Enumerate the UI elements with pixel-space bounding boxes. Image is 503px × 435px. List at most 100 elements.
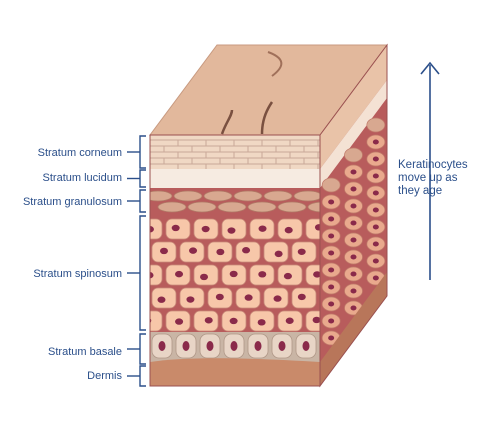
cell-nucleus: [244, 294, 253, 301]
cell-nucleus: [201, 225, 210, 233]
granular-cell: [277, 201, 307, 213]
side-nucleus: [328, 284, 335, 290]
side-nucleus: [328, 335, 335, 341]
basal-nucleus: [278, 341, 286, 351]
granular-cell: [187, 201, 217, 213]
cell-nucleus: [313, 271, 320, 278]
granular-cell: [307, 201, 320, 213]
keratinocytes-note: Keratinocytes move up as they age: [398, 159, 498, 198]
label-stratum-spinosum: Stratum spinosum: [33, 268, 122, 280]
cell-nucleus: [157, 296, 166, 303]
basal-nucleus: [302, 341, 310, 351]
cell-nucleus: [314, 224, 320, 231]
basal-nucleus: [230, 341, 238, 351]
side-corneum: [320, 45, 387, 169]
side-nucleus: [350, 169, 357, 175]
side-nucleus: [350, 271, 357, 277]
side-nucleus: [328, 301, 335, 307]
label-stratum-basale: Stratum basale: [48, 346, 122, 358]
granular-cell: [150, 190, 173, 202]
cell-nucleus: [273, 295, 282, 302]
side-nucleus: [372, 207, 379, 213]
cell-nucleus: [258, 225, 267, 232]
basal-nucleus: [206, 341, 214, 351]
granular-cell: [157, 201, 187, 213]
cell-nucleus: [283, 272, 292, 280]
layer-bracket: [139, 189, 146, 213]
spinous-cell: [305, 218, 320, 240]
dermis-band: [150, 358, 320, 386]
side-cell: [366, 117, 386, 133]
side-dermis: [320, 272, 387, 386]
granular-cell: [233, 190, 263, 202]
cell-nucleus: [175, 318, 184, 325]
cell-nucleus: [229, 270, 238, 278]
side-nucleus: [372, 156, 379, 162]
note-line-2: move up as: [398, 172, 458, 184]
cell-nucleus: [297, 293, 306, 301]
side-nucleus: [372, 139, 379, 145]
note-line-3: they age: [398, 185, 443, 197]
cell-nucleus: [285, 317, 294, 324]
cell-nucleus: [257, 319, 266, 326]
side-nucleus: [328, 318, 335, 324]
side-nucleus: [350, 288, 357, 294]
cell-nucleus: [150, 226, 154, 233]
side-lucidum: [320, 80, 387, 188]
skin-crease: [267, 51, 283, 77]
layer-bracket: [139, 215, 146, 331]
cell-nucleus: [274, 250, 283, 258]
side-cell: [344, 147, 363, 163]
cell-nucleus: [215, 293, 224, 301]
label-stratum-corneum: Stratum corneum: [37, 147, 122, 159]
spinous-cell: [305, 264, 320, 286]
lucidum-band: [150, 169, 320, 188]
cell-nucleus: [175, 270, 184, 278]
layer-bracket: [139, 365, 146, 387]
layer-bracket: [139, 169, 146, 188]
cell-nucleus: [186, 296, 195, 303]
granular-cell: [217, 201, 247, 213]
upward-arrow-icon: [420, 61, 440, 280]
side-nucleus: [350, 220, 357, 226]
cell-nucleus: [159, 247, 168, 255]
cell-nucleus: [150, 272, 154, 279]
side-nucleus: [328, 250, 335, 256]
cell-nucleus: [171, 224, 180, 232]
granular-cell: [173, 190, 203, 202]
cell-nucleus: [312, 316, 320, 324]
cell-nucleus: [189, 247, 198, 254]
cell-nucleus: [258, 271, 267, 278]
granular-cell: [203, 190, 233, 202]
cell-nucleus: [242, 247, 251, 254]
side-face: [320, 45, 387, 386]
spinous-cell: [150, 218, 163, 240]
side-nucleus: [372, 190, 379, 196]
basal-nucleus: [158, 341, 166, 351]
side-nucleus: [350, 203, 357, 209]
basal-nucleus: [182, 341, 190, 351]
side-nucleus: [328, 267, 335, 273]
cell-nucleus: [200, 273, 209, 281]
basal-nucleus: [254, 341, 262, 351]
side-nucleus: [372, 275, 379, 281]
label-dermis: Dermis: [87, 370, 122, 382]
side-nucleus: [372, 224, 379, 230]
hair-shaft-left: [220, 109, 234, 135]
side-nucleus: [350, 305, 357, 311]
label-stratum-lucidum: Stratum lucidum: [42, 172, 122, 184]
side-nucleus: [350, 237, 357, 243]
granular-cell: [293, 190, 320, 202]
cell-nucleus: [297, 248, 306, 255]
side-nucleus: [350, 186, 357, 192]
granular-cell: [247, 201, 277, 213]
side-nucleus: [328, 199, 335, 205]
hair-shaft-right: [260, 101, 274, 135]
cell-nucleus: [204, 317, 213, 324]
side-nucleus: [350, 254, 357, 260]
side-nucleus: [328, 216, 335, 222]
layer-bracket: [139, 333, 146, 365]
side-nucleus: [372, 173, 379, 179]
